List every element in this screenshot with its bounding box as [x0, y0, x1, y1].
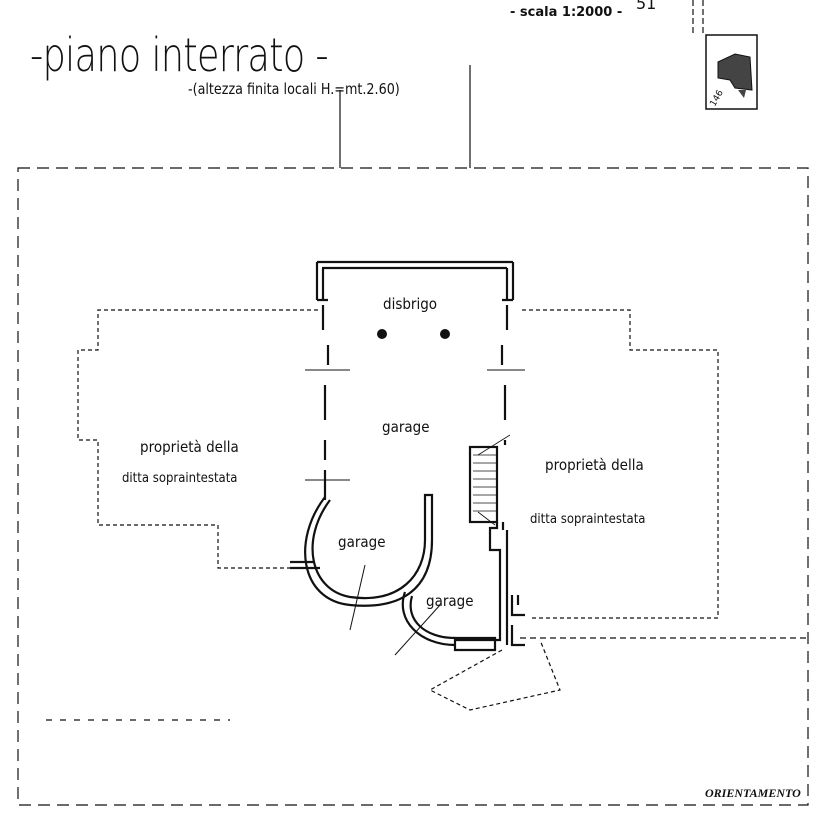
keymap	[705, 34, 758, 110]
column	[440, 329, 450, 339]
stairs	[468, 445, 499, 524]
left-property-outline	[77, 309, 318, 569]
garage-right-wall	[401, 591, 456, 647]
wall-right	[500, 262, 515, 445]
wall-left	[315, 262, 330, 500]
room-label-garage: garage	[338, 533, 386, 551]
property-label-right: ditta sopraintestata	[530, 512, 646, 527]
orientation-label: ORIENTAMENTO	[705, 786, 801, 800]
wall-top	[317, 260, 513, 270]
page-subtitle: -(altezza finita locali H.=mt.2.60)	[188, 80, 400, 98]
scale-label: - scala 1:2000 -	[510, 5, 623, 20]
garage-left-wall	[304, 493, 434, 607]
room-label-disbrigo: disbrigo	[383, 295, 438, 313]
page-title: -piano interrato -	[30, 28, 329, 82]
column	[377, 329, 387, 339]
right-property-outline	[522, 309, 719, 619]
property-label-right: proprietà della	[545, 456, 644, 474]
room-label-garage: garage	[382, 418, 430, 436]
room-label-garage: garage	[426, 592, 474, 610]
lot-boundary	[17, 167, 809, 806]
property-label-left: ditta sopraintestata	[122, 471, 238, 486]
sheet-number: 51	[636, 0, 657, 13]
property-label-left: proprietà della	[140, 438, 239, 456]
